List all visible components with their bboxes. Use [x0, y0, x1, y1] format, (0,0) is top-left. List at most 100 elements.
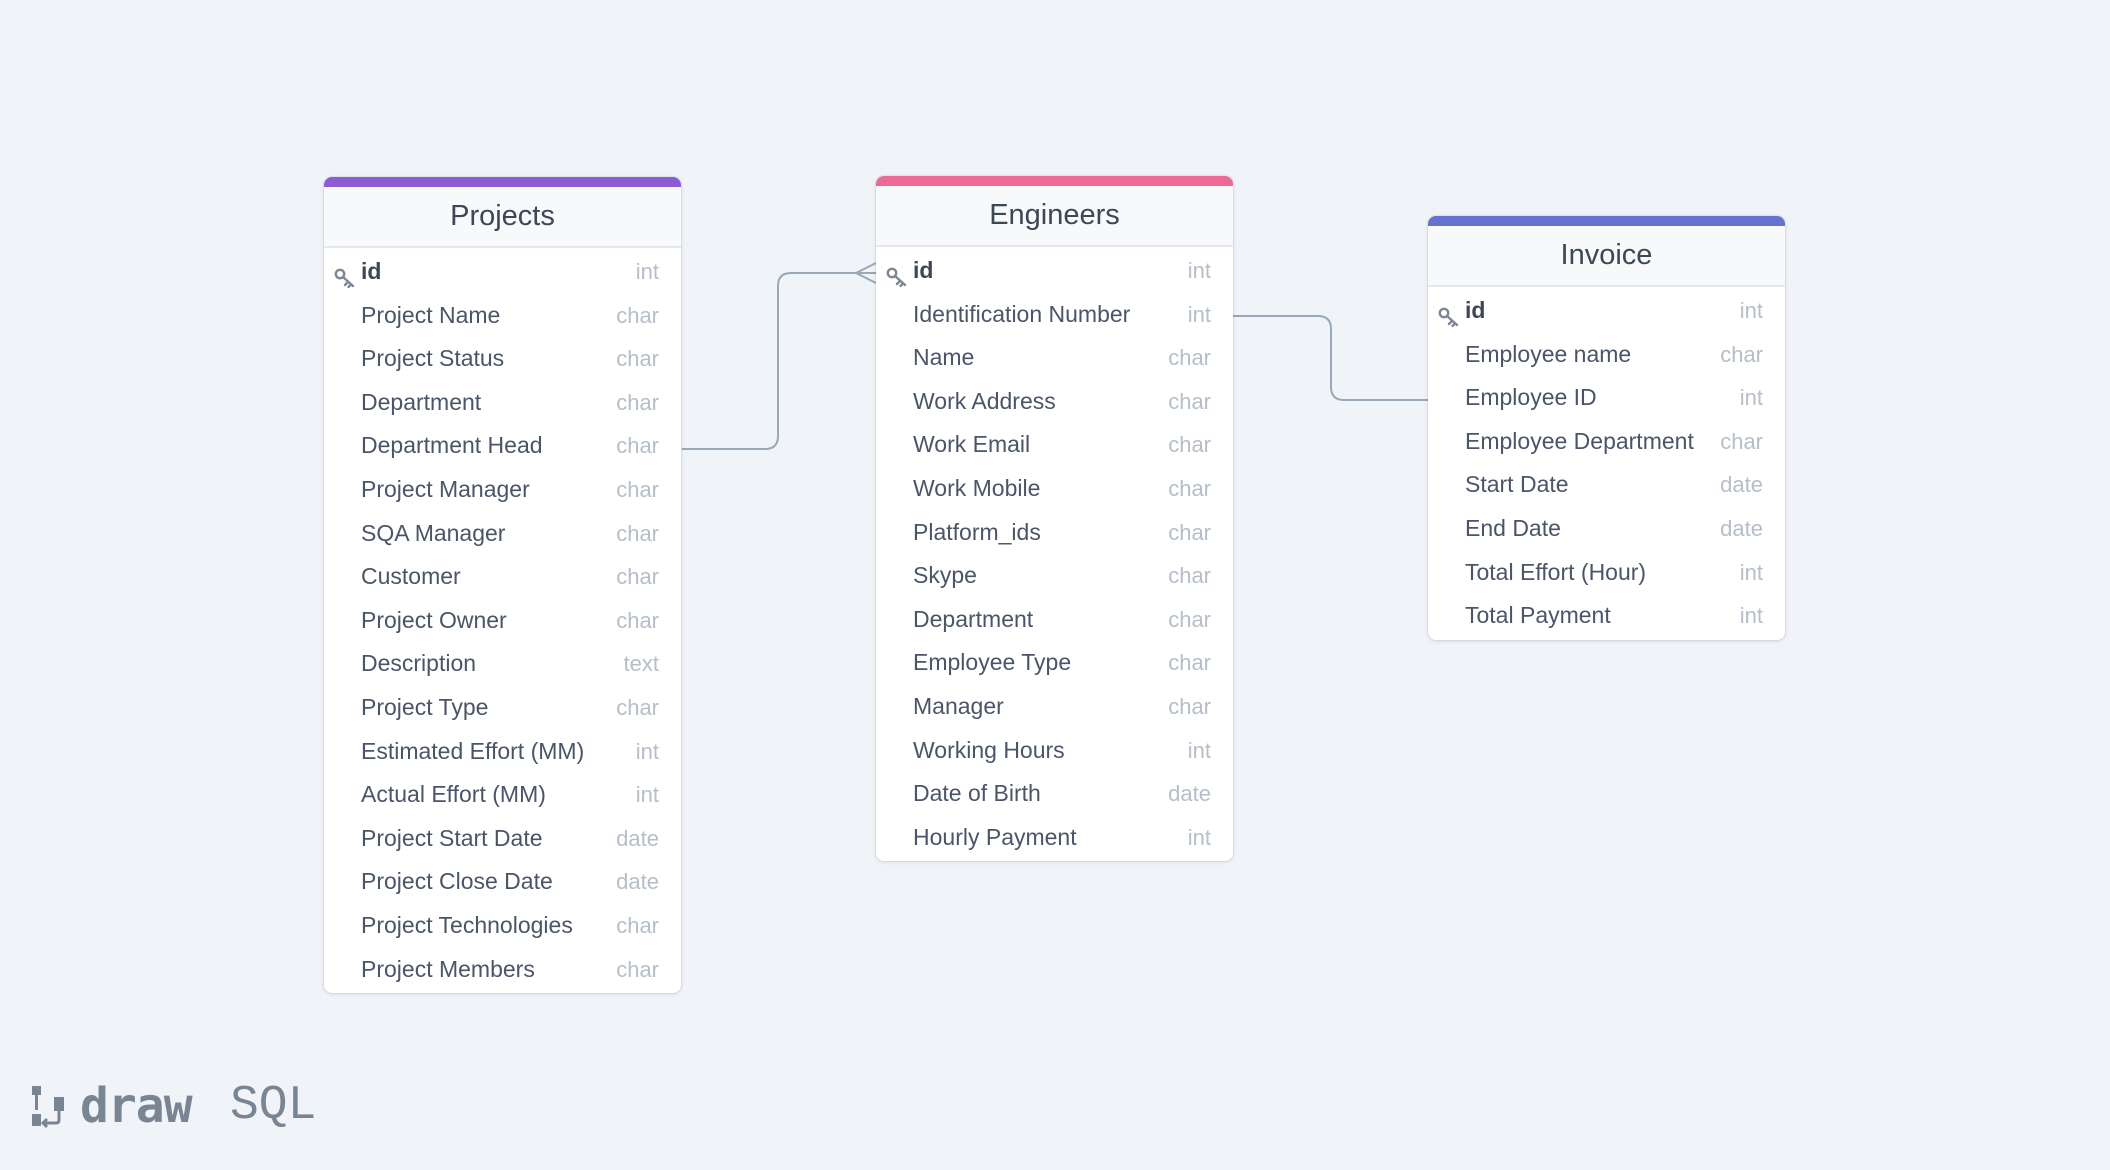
column-row[interactable]: Project Manager char — [324, 468, 681, 512]
column-name: SQA Manager — [361, 519, 506, 546]
column-name: Manager — [913, 692, 1004, 719]
table-title[interactable]: Engineers — [876, 186, 1233, 247]
column-type: int — [1739, 559, 1763, 585]
primary-key-icon — [334, 262, 356, 289]
column-row[interactable]: Project Name char — [324, 294, 681, 338]
column-row[interactable]: Employee Department char — [1428, 420, 1785, 464]
column-name: Project Name — [361, 301, 501, 328]
column-row[interactable]: Project Start Date date — [324, 817, 681, 861]
column-type: text — [623, 651, 659, 677]
column-name: Project Status — [361, 345, 505, 372]
column-name: id — [361, 258, 382, 284]
column-name: Employee Department — [1465, 427, 1694, 454]
column-row[interactable]: End Date date — [1428, 507, 1785, 551]
drawsql-logo[interactable]: draw SQL — [30, 1078, 316, 1134]
column-type: date — [1720, 472, 1763, 498]
column-name: Department — [913, 605, 1034, 632]
column-row[interactable]: Skype char — [876, 554, 1233, 598]
column-type: int — [1739, 298, 1763, 323]
column-name: Estimated Effort (MM) — [361, 737, 585, 764]
column-name: Project Owner — [361, 606, 507, 633]
table-title[interactable]: Invoice — [1428, 226, 1785, 287]
column-type: char — [1168, 432, 1211, 458]
column-row[interactable]: Total Payment int — [1428, 594, 1785, 638]
column-name: Project Manager — [361, 475, 530, 502]
table-color-bar — [324, 177, 681, 187]
crowfoot-marker — [855, 262, 877, 284]
column-name: Employee ID — [1465, 384, 1597, 411]
column-name: Skype — [913, 562, 977, 589]
relationship-projects-engineers[interactable] — [682, 272, 876, 450]
column-type: char — [616, 607, 659, 633]
column-row[interactable]: Actual Effort (MM)int — [324, 773, 681, 817]
column-name: Project Technologies — [361, 911, 573, 938]
column-type: char — [616, 302, 659, 328]
column-type: char — [1720, 428, 1763, 454]
column-type: char — [616, 694, 659, 720]
column-name: End Date — [1465, 514, 1561, 541]
column-row[interactable]: Department char — [876, 598, 1233, 642]
column-name: Total Effort (Hour) — [1465, 558, 1647, 585]
column-type: char — [1168, 563, 1211, 589]
column-type: date — [1168, 781, 1211, 807]
column-row[interactable]: Total Effort (Hour) int — [1428, 551, 1785, 595]
column-name: Total Payment — [1465, 602, 1611, 629]
primary-key-icon — [886, 261, 908, 288]
table-title[interactable]: Projects — [324, 187, 681, 248]
column-name: Project Members — [361, 955, 535, 982]
column-type: int — [1739, 603, 1763, 629]
column-type: char — [1720, 341, 1763, 367]
column-type: char — [616, 476, 659, 502]
column-type: char — [1168, 650, 1211, 676]
column-row[interactable]: Estimated Effort (MM)int — [324, 730, 681, 774]
column-type: int — [1187, 824, 1211, 850]
relationship-engineers-invoice[interactable] — [1233, 315, 1428, 401]
primary-key-icon — [1438, 301, 1460, 328]
column-type: char — [1168, 606, 1211, 632]
column-type: date — [616, 825, 659, 851]
column-row[interactable]: id int — [324, 250, 681, 294]
column-name: Project Type — [361, 693, 489, 720]
column-row[interactable]: Start Date date — [1428, 463, 1785, 507]
column-name: Identification Number — [913, 300, 1131, 327]
column-type: char — [616, 433, 659, 459]
column-name: Project Start Date — [361, 824, 543, 851]
column-type: char — [1168, 475, 1211, 501]
column-name: Work Address — [913, 387, 1056, 414]
column-type: char — [1168, 519, 1211, 545]
column-type: date — [1720, 515, 1763, 541]
column-row[interactable]: Project Type char — [324, 686, 681, 730]
column-type: int — [635, 259, 659, 284]
column-row[interactable]: Project Owner char — [324, 599, 681, 643]
column-name: Start Date — [1465, 471, 1569, 498]
